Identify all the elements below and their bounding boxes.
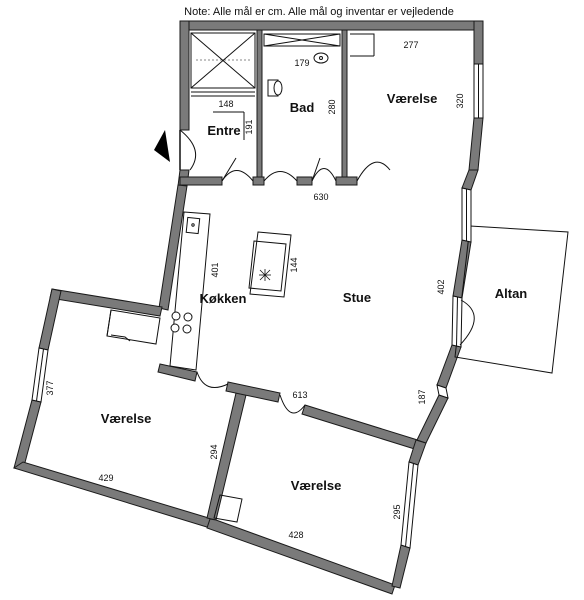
- room-label-bad: Bad: [290, 100, 315, 115]
- dimension-label: 187: [417, 389, 427, 404]
- room-label-stue: Stue: [343, 290, 371, 305]
- walls: [12, 20, 484, 595]
- stove-icon: [170, 311, 193, 334]
- room-label-altan: Altan: [495, 286, 528, 301]
- room-label-vaerelse-top: Værelse: [387, 91, 438, 106]
- dimension-label: 148: [218, 99, 233, 109]
- dimension-label: 429: [98, 473, 113, 483]
- dimension-label: 191: [244, 119, 254, 134]
- entrance-arrow-icon: [154, 130, 170, 162]
- room-label-koekken: Køkken: [200, 291, 247, 306]
- dimension-label: 280: [327, 99, 337, 114]
- disclaimer-note: Note: Alle mål er cm. Alle mål og invent…: [184, 6, 454, 18]
- toilet-icon: [267, 79, 283, 97]
- window-stue-lower: [436, 384, 449, 399]
- room-label-vaerelse-left: Værelse: [101, 411, 152, 426]
- room-label-vaerelse-bottom: Værelse: [291, 478, 342, 493]
- dimension-label: 377: [45, 380, 55, 395]
- sink-icon: [185, 52, 329, 235]
- island-hob-icon: [259, 269, 271, 281]
- room-label-entre: Entre: [207, 123, 240, 138]
- dimension-label: 144: [289, 257, 299, 272]
- dimension-label: 630: [313, 192, 328, 202]
- dimension-label: 428: [288, 530, 303, 540]
- windows: [31, 63, 484, 549]
- dimension-label: 295: [392, 504, 402, 519]
- dimension-label: 277: [403, 40, 418, 50]
- dimension-label: 294: [209, 444, 219, 459]
- doors: [179, 129, 475, 414]
- dimension-label: 402: [436, 279, 446, 294]
- dimension-label: 613: [292, 390, 307, 400]
- dimension-label: 179: [294, 58, 309, 68]
- dimension-label: 320: [455, 93, 465, 108]
- dimension-label: 401: [210, 262, 220, 277]
- interior-lines: [106, 32, 569, 523]
